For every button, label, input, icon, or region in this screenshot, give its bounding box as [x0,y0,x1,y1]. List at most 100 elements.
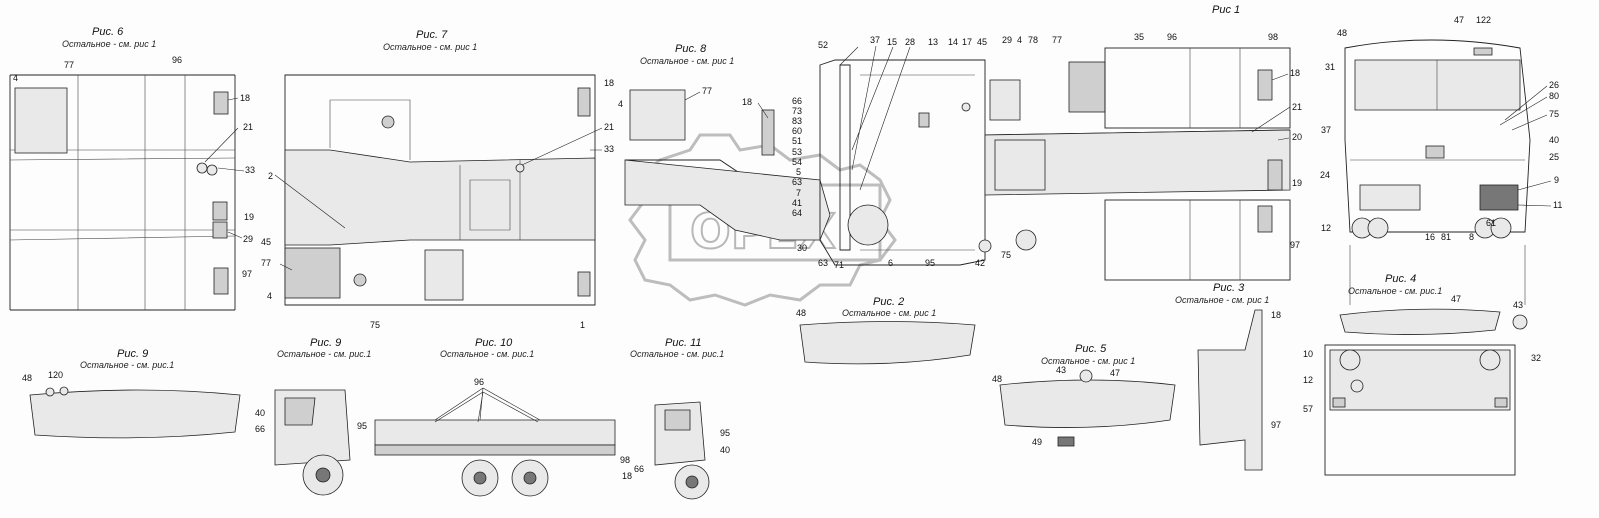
callout-77: 77 [261,258,271,268]
callout-20: 20 [1292,132,1302,142]
callout-66: 66 [792,96,802,106]
callout-35: 35 [1134,32,1144,42]
callout-17: 17 [962,37,972,47]
callout-45: 45 [977,37,987,47]
figure-8: Рис. 8 Остальное - см. рис 1 [624,43,831,241]
fig11-title: Рис. 11 [665,337,702,349]
fig9b-subtitle: Остальное - см. рис.1 [277,349,371,359]
callout-80: 80 [1549,91,1559,101]
callout-37: 37 [1321,125,1331,135]
fig6-subtitle: Остальное - см. рис 1 [62,39,156,49]
callout-95: 95 [357,421,367,431]
callout-47: 47 [1110,368,1120,378]
callout-48: 48 [1337,28,1347,38]
callout-15: 15 [887,37,897,47]
fig8-title: Рис. 8 [675,43,707,55]
callout-42: 42 [975,258,985,268]
callout-47: 47 [1454,15,1464,25]
callout-16: 16 [1425,232,1435,242]
callout-18: 18 [240,93,250,103]
callout-96: 96 [1167,32,1177,42]
fig11-subtitle: Остальное - см. рис.1 [630,349,724,359]
callout-75: 75 [370,320,380,330]
fig9b-title: Рис. 9 [310,337,341,349]
callout-9: 9 [1554,175,1559,185]
figure-6: Рис. 6 Остальное - см. рис 1 [9,26,236,311]
callout-96: 96 [474,377,484,387]
callout-24: 24 [1320,170,1330,180]
callout-31: 31 [1325,62,1335,72]
callout-40: 40 [255,408,265,418]
callout-77: 77 [64,60,74,70]
callout-6: 6 [888,258,893,268]
figure-9-panel: Рис. 9 Остальное - см. рис.1 [29,348,241,439]
fig1-title: Рис 1 [1212,4,1240,16]
cab-front-view [1344,39,1531,305]
callout-1: 1 [580,320,585,330]
callout-48: 48 [796,308,806,318]
callout-61: 61 [1486,218,1496,228]
callout-45: 45 [261,237,271,247]
callout-40: 40 [1549,135,1559,145]
callout-47: 47 [1451,294,1461,304]
callout-120: 120 [48,370,63,380]
callout-57: 57 [1303,404,1313,414]
callout-77: 77 [1052,35,1062,45]
figure-1: Рис 1 [819,4,1291,281]
callout-12: 12 [1303,375,1313,385]
fig5-title: Рис. 5 [1075,343,1107,355]
fig3-subtitle: Остальное - см. рис 1 [1175,295,1269,305]
callout-4: 4 [1017,35,1022,45]
callout-53: 53 [792,147,802,157]
fig5-subtitle: Остальное - см. рис 1 [1041,356,1135,366]
callout-37: 37 [870,35,880,45]
fig8-subtitle: Остальное - см. рис 1 [640,56,734,66]
callout-18: 18 [1271,310,1281,320]
callout-63: 63 [792,177,802,187]
callout-26: 26 [1549,80,1559,90]
callout-labels: 4 77 96 18 21 33 19 29 97 2 45 77 4 75 2… [13,15,1562,481]
callout-63: 63 [818,258,828,268]
figure-4: Рис. 4 Остальное - см. рис.1 [1324,273,1528,476]
callout-40: 40 [720,445,730,455]
fig9a-subtitle: Остальное - см. рис.1 [80,360,174,370]
callout-83: 83 [792,116,802,126]
callout-51: 51 [792,136,802,146]
figure-3: Рис. 3 Остальное - см. рис 1 [1175,282,1269,471]
callout-75: 75 [1549,109,1559,119]
callout-4: 4 [13,73,18,83]
callout-2: 2 [268,171,273,181]
callout-66: 66 [255,424,265,434]
callout-32: 32 [1531,353,1541,363]
callout-48: 48 [992,374,1002,384]
callout-19: 19 [1292,178,1302,188]
callout-81: 81 [1441,232,1451,242]
callout-60: 60 [792,126,802,136]
fig9a-title: Рис. 9 [117,348,148,360]
callout-43: 43 [1513,300,1523,310]
callout-12: 12 [1321,223,1331,233]
fig4-subtitle: Остальное - см. рис.1 [1348,286,1442,296]
callout-98: 98 [1268,32,1278,42]
fig2-title: Рис. 2 [873,296,904,308]
callout-4: 4 [267,291,272,301]
callout-18: 18 [742,97,752,107]
callout-97: 97 [1290,240,1300,250]
fig2-subtitle: Остальное - см. рис 1 [842,308,936,318]
callout-18: 18 [604,78,614,88]
callout-66: 66 [634,464,644,474]
callout-18: 18 [1290,68,1300,78]
callout-29: 29 [1002,35,1012,45]
callout-4: 4 [618,99,623,109]
callout-21: 21 [604,122,614,132]
callout-98: 98 [620,455,630,465]
fig6-title: Рис. 6 [92,26,124,38]
callout-73: 73 [792,106,802,116]
callout-19: 19 [244,212,254,222]
callout-95: 95 [925,258,935,268]
callout-33: 33 [245,165,255,175]
callout-41: 41 [792,198,802,208]
callout-43: 43 [1056,365,1066,375]
